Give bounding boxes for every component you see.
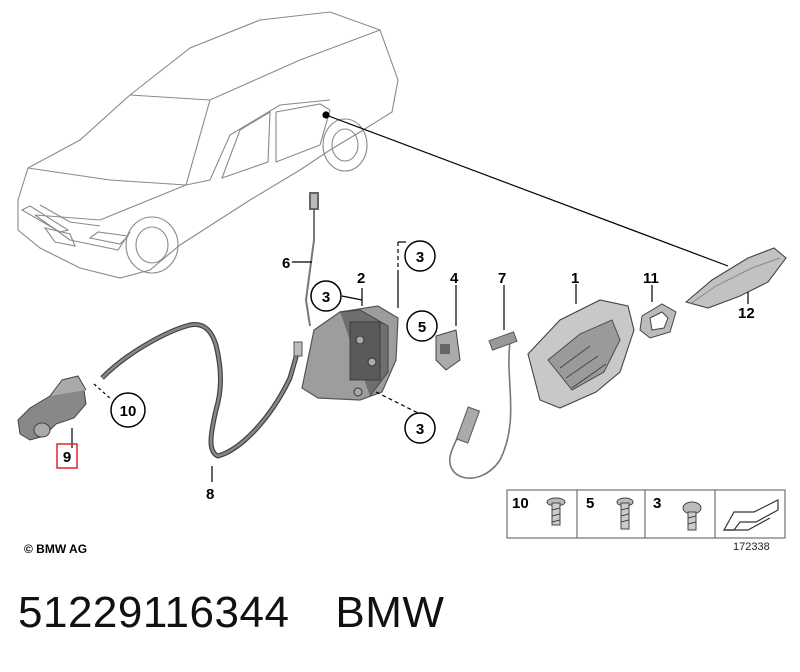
copyright-label: © BMW AG bbox=[24, 542, 88, 556]
part-6-rod bbox=[304, 192, 319, 327]
door-lock-icon bbox=[301, 305, 399, 401]
part-9-lever bbox=[17, 375, 87, 441]
callout-3-circle-a: 3 bbox=[404, 240, 436, 272]
brand-name: BMW bbox=[335, 588, 445, 637]
callout-3-label-a: 3 bbox=[416, 249, 424, 266]
callout-10-label: 10 bbox=[120, 403, 137, 420]
callout-9: 9 bbox=[63, 449, 71, 466]
callout-5-circle: 5 bbox=[406, 310, 438, 342]
part-7-cable bbox=[449, 341, 512, 479]
part-1-handle-carrier bbox=[527, 299, 635, 409]
legend-10-label: 10 bbox=[512, 495, 529, 512]
callout-9-highlight: 9 bbox=[56, 443, 78, 469]
part-11-gasket bbox=[639, 303, 677, 339]
callout-7: 7 bbox=[498, 270, 506, 287]
callout-6: 6 bbox=[282, 255, 290, 272]
callout-3-label-b: 3 bbox=[322, 289, 330, 306]
callout-3-circle-c: 3 bbox=[404, 412, 436, 444]
callout-10-circle: 10 bbox=[110, 392, 146, 428]
part-4-bracket bbox=[435, 329, 461, 371]
legend-3-label: 3 bbox=[653, 495, 661, 512]
callout-4: 4 bbox=[450, 270, 459, 287]
callout-8: 8 bbox=[206, 486, 214, 503]
fastener-legend: 10 5 3 bbox=[506, 489, 786, 539]
part-12-door-handle bbox=[684, 247, 787, 309]
legend-5-label: 5 bbox=[586, 495, 594, 512]
figure-id-label: 172338 bbox=[733, 541, 770, 553]
screw-icon bbox=[616, 497, 634, 530]
callout-12: 12 bbox=[738, 305, 755, 322]
callout-3-label-c: 3 bbox=[416, 421, 424, 438]
screw-icon bbox=[682, 501, 702, 531]
part-number: 51229116344 bbox=[18, 588, 290, 637]
part-footer: 51229116344 BMW bbox=[18, 588, 490, 638]
part-8-cable bbox=[100, 321, 303, 459]
car-outline-icon bbox=[17, 11, 399, 279]
screw-icon bbox=[546, 497, 566, 526]
callout-1: 1 bbox=[571, 270, 579, 287]
callout-2: 2 bbox=[357, 270, 365, 287]
callout-3-circle-b: 3 bbox=[310, 280, 342, 312]
callout-11: 11 bbox=[643, 270, 659, 287]
arrow-sign-icon bbox=[722, 499, 779, 531]
callout-5-label: 5 bbox=[418, 319, 426, 336]
